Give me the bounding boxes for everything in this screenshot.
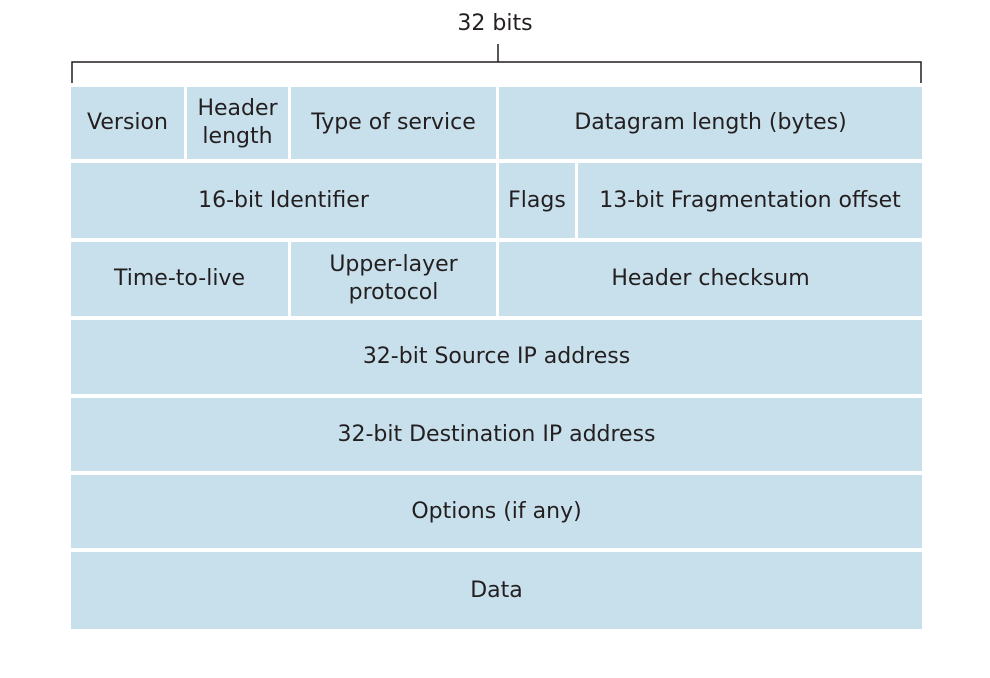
field-type-of-service: Type of service bbox=[291, 87, 496, 159]
width-label: 32 bits bbox=[457, 11, 533, 36]
field-fragmentation-offset: 13-bit Fragmentation offset bbox=[578, 163, 922, 238]
field-header-checksum: Header checksum bbox=[499, 242, 922, 316]
width-bracket bbox=[71, 44, 922, 83]
field-destination-ip: 32-bit Destination IP address bbox=[71, 398, 922, 471]
field-data: Data bbox=[71, 552, 922, 629]
field-options: Options (if any) bbox=[71, 475, 922, 548]
field-flags: Flags bbox=[499, 163, 575, 238]
field-header-length: Header length bbox=[187, 87, 288, 159]
field-identifier: 16-bit Identifier bbox=[71, 163, 496, 238]
field-source-ip: 32-bit Source IP address bbox=[71, 320, 922, 394]
field-version: Version bbox=[71, 87, 184, 159]
field-datagram-length: Datagram length (bytes) bbox=[499, 87, 922, 159]
field-upper-layer-protocol: Upper-layer protocol bbox=[291, 242, 496, 316]
field-time-to-live: Time-to-live bbox=[71, 242, 288, 316]
